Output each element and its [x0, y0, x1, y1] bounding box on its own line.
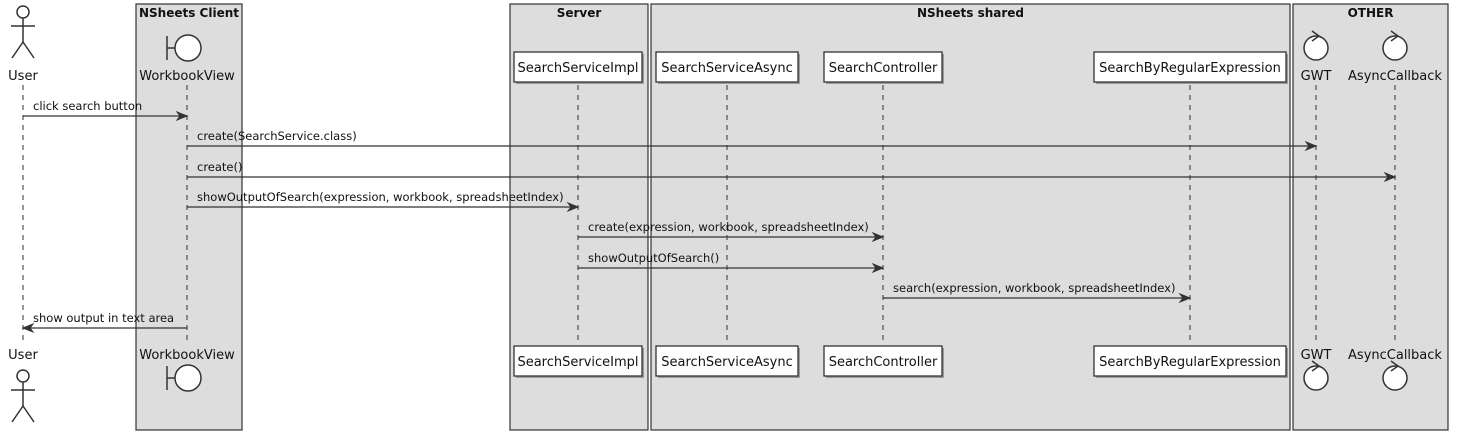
boundary-bottom-icon: [166, 364, 202, 392]
actor-top-icon-leg-left: [11, 41, 24, 59]
control-gwt-top-icon-circle: [1303, 35, 1329, 61]
participant-sc-bottom-label: SearchController: [829, 355, 938, 370]
participant-sbre: SearchByRegularExpressionSearchByRegular…: [1093, 51, 1288, 378]
message-3-label: create(): [197, 160, 242, 174]
participant-sbre-top-box: [1093, 51, 1287, 83]
participant-ssa-bottom-label: SearchServiceAsync: [661, 355, 792, 370]
message-8-arrowhead: [21, 322, 35, 334]
participant-sc-bottom-box: [823, 345, 943, 377]
box-other: OTHER: [1292, 3, 1449, 431]
message-1-click-search-button: click search button: [23, 99, 189, 122]
participant-sbre-bottom-box: [1093, 345, 1287, 377]
control-gwt-bottom-icon: [1303, 360, 1329, 391]
message-2-arrowhead: [1304, 140, 1318, 152]
message-4-label: showOutputOfSearch(expression, workbook,…: [197, 190, 564, 204]
message-4-showoutputofsearch-expression-workbook-s: showOutputOfSearch(expression, workbook,…: [187, 190, 580, 213]
message-5-arrowhead: [871, 231, 885, 243]
actor-bottom-icon-head: [16, 369, 30, 383]
message-6-arrowhead: [871, 262, 885, 274]
box-other-frame: [1292, 3, 1449, 431]
participant-acb-top-label: AsyncCallback: [1348, 69, 1442, 84]
participant-user-bottom-label: User: [8, 348, 38, 363]
message-1-label: click search button: [33, 99, 142, 113]
message-7-label: search(expression, workbook, spreadsheet…: [893, 281, 1175, 295]
box-client: NSheets Client: [135, 3, 243, 431]
message-2-label: create(SearchService.class): [197, 129, 357, 143]
box-shared-title: NSheets shared: [917, 6, 1024, 20]
participant-ssa-bottom-box: [655, 345, 799, 377]
message-5-label: create(expression, workbook, spreadsheet…: [588, 220, 869, 234]
message-6-label: showOutputOfSearch(): [588, 251, 719, 265]
participant-ssi-bottom-label: SearchServiceImpl: [517, 355, 638, 370]
control-acb-bottom-icon-circle: [1382, 365, 1408, 391]
participant-gwt-bottom-label: GWT: [1301, 348, 1332, 363]
participant-gwt-top-label: GWT: [1301, 69, 1332, 84]
control-gwt-top-icon: [1303, 30, 1329, 61]
box-other-title: OTHER: [1348, 6, 1394, 20]
control-gwt-bottom-icon-circle: [1303, 365, 1329, 391]
message-3-arrowhead: [1383, 171, 1397, 183]
participant-sc-top-box: [823, 51, 943, 83]
boundary-top-icon: [166, 34, 202, 62]
message-7-search-expression-workbook-spreadsheetin: search(expression, workbook, spreadsheet…: [883, 281, 1192, 304]
control-acb-bottom-icon: [1382, 360, 1408, 391]
boundary-bottom-icon-circle: [174, 364, 202, 392]
participant-wbv-bottom-label: WorkbookView: [139, 348, 235, 363]
actor-top-icon: [11, 5, 35, 59]
control-acb-top-icon: [1382, 30, 1408, 61]
participant-layer: UserUserWorkbookViewWorkbookViewSearchSe…: [8, 5, 1442, 423]
participant-user-top-label: User: [8, 69, 38, 84]
actor-bottom-icon-leg-left: [11, 405, 24, 423]
control-gwt-top-icon-arrowhead: [1311, 30, 1321, 42]
message-3-create-: create(): [187, 160, 1397, 183]
message-7-arrowhead: [1178, 292, 1192, 304]
actor-top-icon-leg-right: [22, 41, 35, 59]
message-4-arrowhead: [566, 201, 580, 213]
control-acb-top-icon-arrowhead: [1390, 30, 1400, 42]
control-gwt-bottom-icon-arrowhead: [1311, 360, 1321, 372]
box-client-title: NSheets Client: [139, 6, 239, 20]
participant-ssa-top-box: [655, 51, 799, 83]
message-1-arrowhead: [175, 110, 189, 122]
participant-sbre-top-label: SearchByRegularExpression: [1099, 61, 1281, 76]
box-server-title: Server: [557, 6, 602, 20]
boundary-top-icon-circle: [174, 34, 202, 62]
actor-bottom-icon: [11, 369, 35, 423]
message-8-label: show output in text area: [33, 311, 174, 325]
lifeline-layer: [22, 85, 1396, 344]
box-client-frame: [135, 3, 243, 431]
message-5-create-expression-workbook-spreadsheetin: create(expression, workbook, spreadsheet…: [578, 220, 885, 243]
actor-top-icon-head: [16, 5, 30, 19]
message-8-show-output-in-text-area: show output in text area: [21, 311, 187, 334]
participant-ssi-top-box: [513, 51, 643, 83]
message-6-showoutputofsearch-: showOutputOfSearch(): [578, 251, 885, 274]
control-acb-top-icon-circle: [1382, 35, 1408, 61]
control-acb-bottom-icon-arrowhead: [1390, 360, 1400, 372]
actor-bottom-icon-leg-right: [22, 405, 35, 423]
participant-wbv-top-label: WorkbookView: [139, 69, 235, 84]
participant-sc-top-label: SearchController: [829, 61, 938, 76]
participant-gwt: GWT GWT: [1301, 30, 1332, 391]
message-2-create-searchservice-class-: create(SearchService.class): [187, 129, 1318, 152]
participant-sbre-bottom-label: SearchByRegularExpression: [1099, 355, 1281, 370]
participant-acb-bottom-label: AsyncCallback: [1348, 348, 1442, 363]
participant-ssi-bottom-box: [513, 345, 643, 377]
participant-ssa-top-label: SearchServiceAsync: [661, 61, 792, 76]
participant-ssi-top-label: SearchServiceImpl: [517, 61, 638, 76]
message-layer: click search button create(SearchService.…: [21, 99, 1397, 334]
